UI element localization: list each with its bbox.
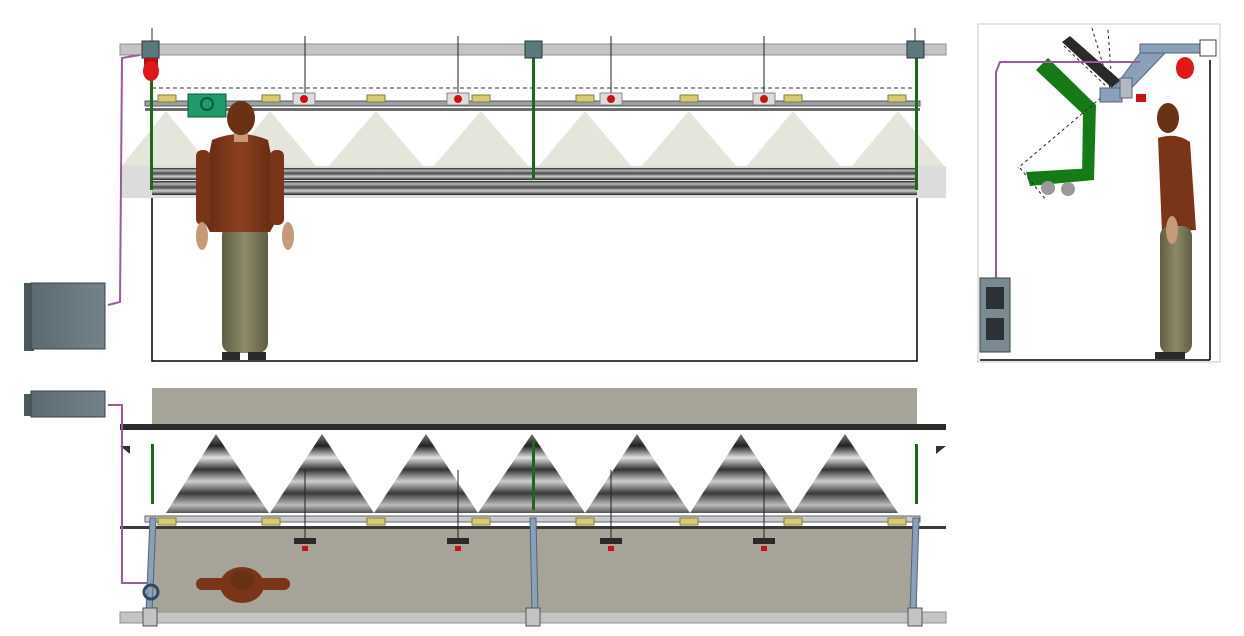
top-yellow-sensor-icons [157,517,907,526]
top-hanger-lines [304,470,765,540]
front-center-post [532,55,535,180]
top-cable-reel [142,583,160,601]
front-red-warning-beacon-icon [143,58,159,81]
side-cable [995,61,1140,278]
front-green-control-panel [187,93,227,118]
front-right-post [915,55,918,190]
side-sensor-cluster [1099,77,1146,103]
top-red-stop-buttons [294,538,775,551]
side-control-cabinet-icon [979,277,1011,353]
top-left-post [151,444,154,504]
front-joint-box-left [141,40,160,59]
front-cable [107,54,141,306]
side-person-icon [1155,103,1196,359]
top-right-post [915,444,918,504]
top-person-icon [196,567,290,603]
side-red-warning-beacon-icon [1176,57,1194,79]
front-yellow-sensor-icons [157,94,907,103]
front-joint-box-right [906,40,925,59]
top-bottom-joint-left [142,607,158,627]
front-left-post [150,55,153,190]
top-control-cabinet-icon [24,390,106,418]
side-view [977,23,1221,363]
top-bottom-joint-right [907,607,923,627]
top-bottom-joint-center [525,607,541,627]
top-view [24,388,947,627]
front-joint-box-center [524,40,543,59]
top-cable [108,404,148,584]
front-roller-lower [152,181,917,195]
front-view [24,28,947,362]
top-edge-right-cap [936,446,946,454]
top-walkway-band [152,388,917,424]
front-red-stop-buttons [292,92,776,106]
front-person-icon [196,101,294,360]
top-center-post [532,440,535,510]
front-hanger-lines [304,36,765,96]
top-edge-bar [120,424,946,430]
front-control-cabinet-icon [24,282,106,351]
top-support-struts [145,517,920,613]
side-range-dashed-lines [1017,27,1113,201]
